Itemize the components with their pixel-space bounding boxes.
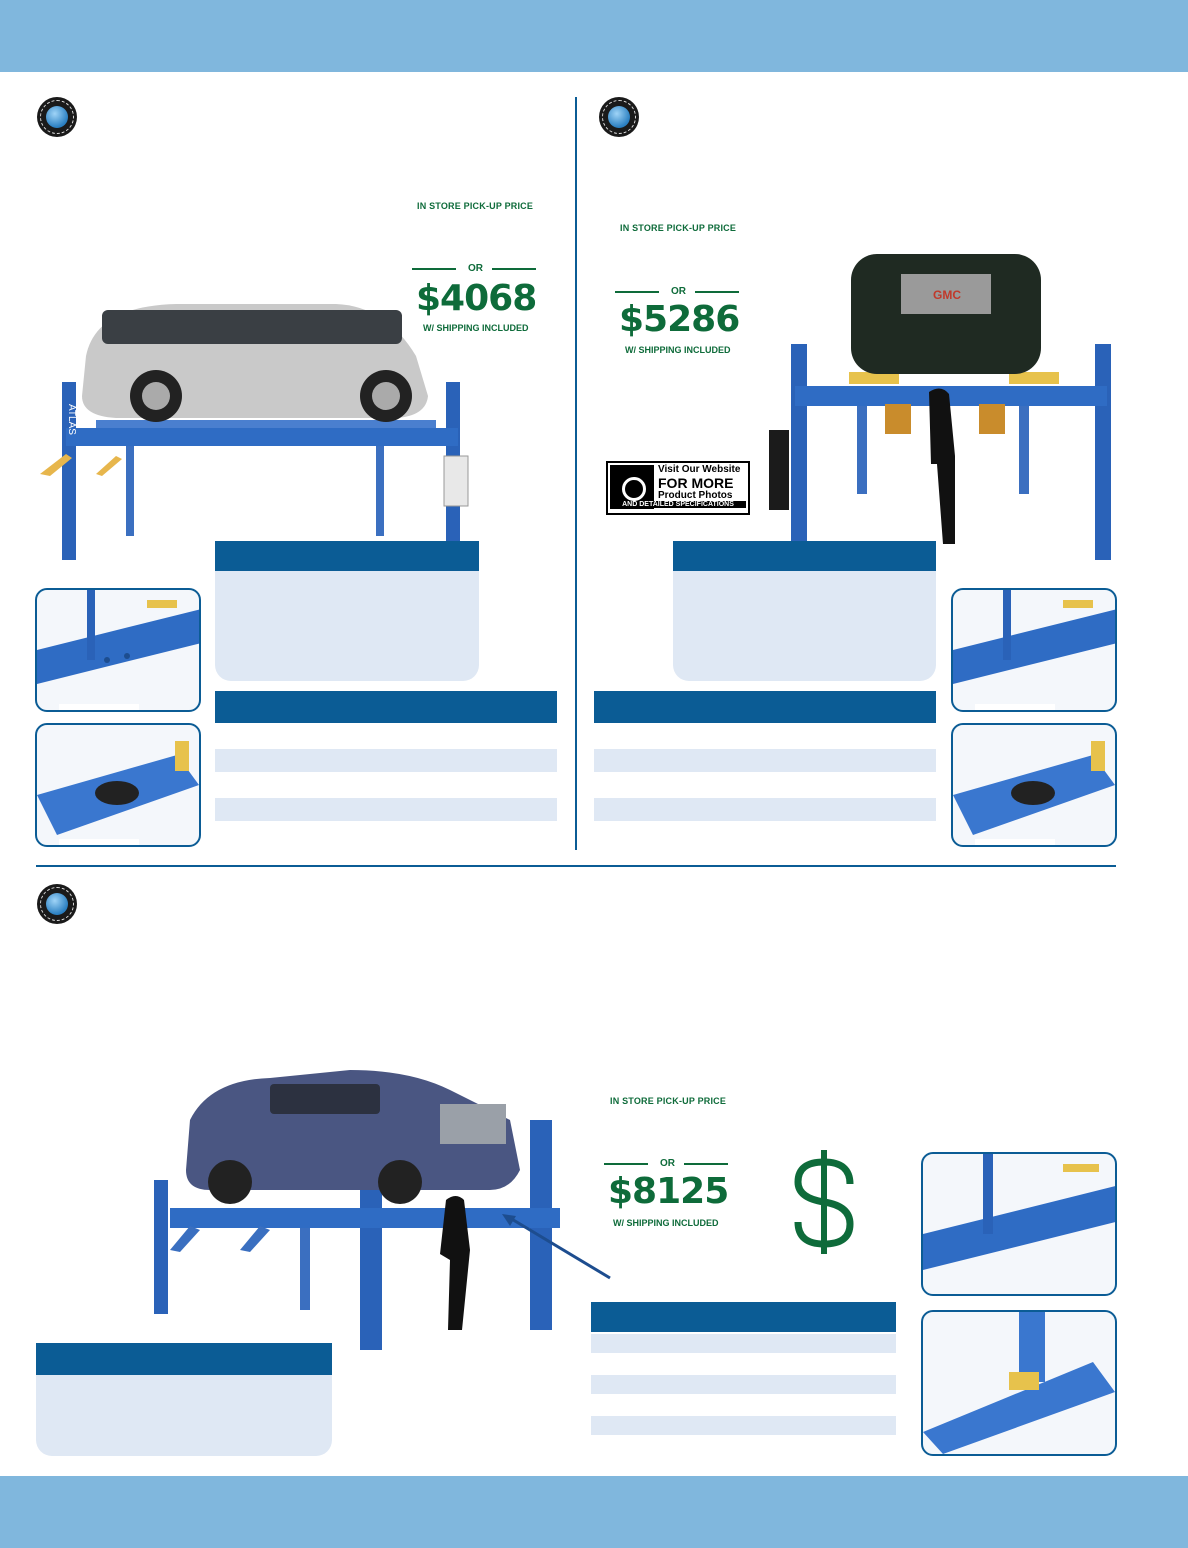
shipping-price: $4068 [416,278,537,319]
features-panel [673,541,936,681]
features-panel [36,1343,332,1456]
or-label: OR [660,1158,675,1169]
specs-table-row [591,1375,896,1394]
or-separator: OR [412,263,536,275]
turnplate-detail-thumbnail[interactable] [951,723,1117,847]
grille-badge: GMC [933,288,961,302]
shipping-included-label: W/ SHIPPING INCLUDED [625,345,731,355]
specs-table-row [215,798,557,821]
features-panel-header [215,541,479,571]
specs-table-row [591,1334,896,1353]
bottom-band [0,1476,1188,1548]
atlas-logo-icon [37,884,77,924]
promo-line-3: Product Photos [658,490,733,501]
shipping-price: $8125 [608,1171,729,1212]
atlas-logo-icon [599,97,639,137]
pickup-price-label: IN STORE PICK-UP PRICE [417,201,534,211]
four-post-lift-gmc-photo: GMC [769,254,1111,560]
specs-table-row [594,798,936,821]
four-post-lift-truck-photo [154,1070,611,1350]
shipping-price: $5286 [619,299,740,340]
turnplate-detail-thumbnail[interactable] [35,723,201,847]
features-panel [215,541,479,681]
horizontal-divider [36,865,1116,867]
dollar-sign-icon [794,1150,854,1254]
specs-table-header [215,691,557,723]
pickup-price-label: IN STORE PICK-UP PRICE [610,1096,727,1106]
turnplate-detail-thumbnail[interactable] [921,1310,1117,1456]
runway-detail-thumbnail[interactable] [921,1152,1117,1296]
website-promo-badge[interactable]: Visit Our Website FOR MORE Product Photo… [606,461,750,515]
specs-table-header [591,1302,896,1332]
or-separator: OR [615,286,739,298]
shipping-included-label: W/ SHIPPING INCLUDED [423,323,529,333]
vertical-divider [575,97,577,850]
atlas-logo-icon [37,97,77,137]
runway-detail-thumbnail[interactable] [35,588,201,712]
or-separator: OR [604,1158,728,1170]
or-label: OR [671,286,686,297]
promo-line-4: AND DETAILED SPECIFICATIONS [610,501,746,508]
top-band [0,0,1188,72]
shipping-included-label: W/ SHIPPING INCLUDED [613,1218,719,1228]
or-label: OR [468,263,483,274]
specs-table-header [594,691,936,723]
specs-table-row [591,1416,896,1435]
promo-line-2: FOR MORE [658,475,734,491]
features-panel-header [36,1343,332,1375]
features-panel-header [673,541,936,571]
four-post-lift-suv-photo: ATLAS [40,304,469,560]
specs-table-row [215,749,557,772]
pickup-price-label: IN STORE PICK-UP PRICE [620,223,737,233]
post-lettering: ATLAS [66,404,77,435]
promo-line-1: Visit Our Website [658,464,741,475]
specs-table-row [594,749,936,772]
runway-detail-thumbnail[interactable] [951,588,1117,712]
